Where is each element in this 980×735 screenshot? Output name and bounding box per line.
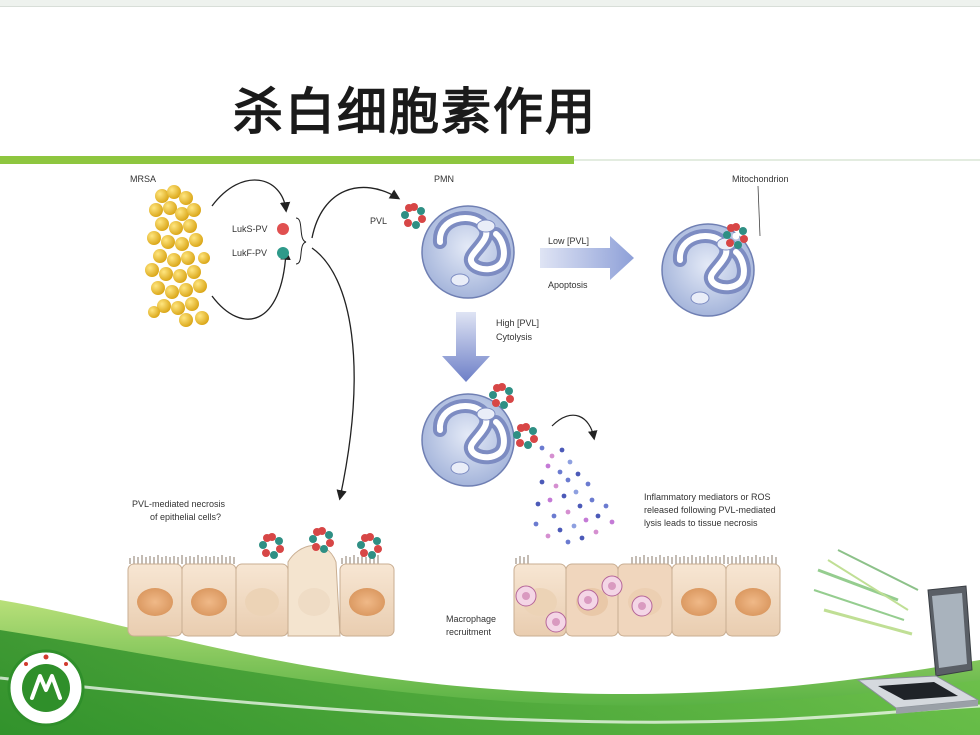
- inflammatory-line2: released following PVL-mediated: [644, 505, 776, 515]
- title-underline: [0, 156, 574, 164]
- laptop-icon: [813, 549, 980, 714]
- low-pvl-arrow: [540, 236, 634, 280]
- apoptosis-label: Apoptosis: [548, 280, 588, 290]
- epithelium-left: [127, 544, 395, 637]
- pvl-pore-epi-1: [259, 533, 284, 559]
- luks-subunit: [277, 223, 289, 235]
- macrophage-line2: recruitment: [446, 627, 492, 637]
- pmn-label: PMN: [434, 174, 454, 184]
- macrophages: [515, 575, 653, 633]
- pmn-cell-lysed: [422, 394, 514, 486]
- necrosis-question-line1: PVL-mediated necrosis: [132, 499, 226, 509]
- released-mediators: [533, 445, 615, 545]
- pvl-mechanism-diagram: MRSA LukS-PV LukF-PV PVL PMN Low [PVL] A…: [127, 174, 789, 637]
- pvl-pore-lysis-icon: [489, 383, 514, 409]
- lukf-subunit: [277, 247, 289, 259]
- low-pvl-label: Low [PVL]: [548, 236, 589, 246]
- pvl-label: PVL: [370, 216, 387, 226]
- necrosis-question-line2: of epithelial cells?: [150, 512, 221, 522]
- cytolysis-label: Cytolysis: [496, 332, 533, 342]
- pvl-pore-epi-2: [309, 527, 334, 553]
- luks-label: LukS-PV: [232, 224, 268, 234]
- high-pvl-label: High [PVL]: [496, 318, 539, 328]
- pvl-pore-icon: [401, 203, 426, 229]
- footer-wave: [0, 600, 980, 735]
- top-border: [0, 0, 980, 7]
- lukf-label: LukF-PV: [232, 248, 267, 258]
- university-seal-icon: [7, 649, 85, 727]
- pvl-pore-lysis-icon-2: [513, 423, 538, 449]
- high-pvl-arrow: [442, 312, 490, 382]
- title-underline-thin: [574, 159, 980, 161]
- macrophage-line1: Macrophage: [446, 614, 496, 624]
- inflammatory-line1: Inflammatory mediators or ROS: [644, 492, 771, 502]
- inflammatory-line3: lysis leads to tissue necrosis: [644, 518, 758, 528]
- mrsa-bacteria-cluster: [145, 185, 210, 327]
- mitochondrion-label: Mitochondrion: [732, 174, 789, 184]
- slide-title: 杀白细胞素作用: [233, 83, 597, 141]
- mrsa-label: MRSA: [130, 174, 156, 184]
- pmn-cell-top: [422, 206, 514, 298]
